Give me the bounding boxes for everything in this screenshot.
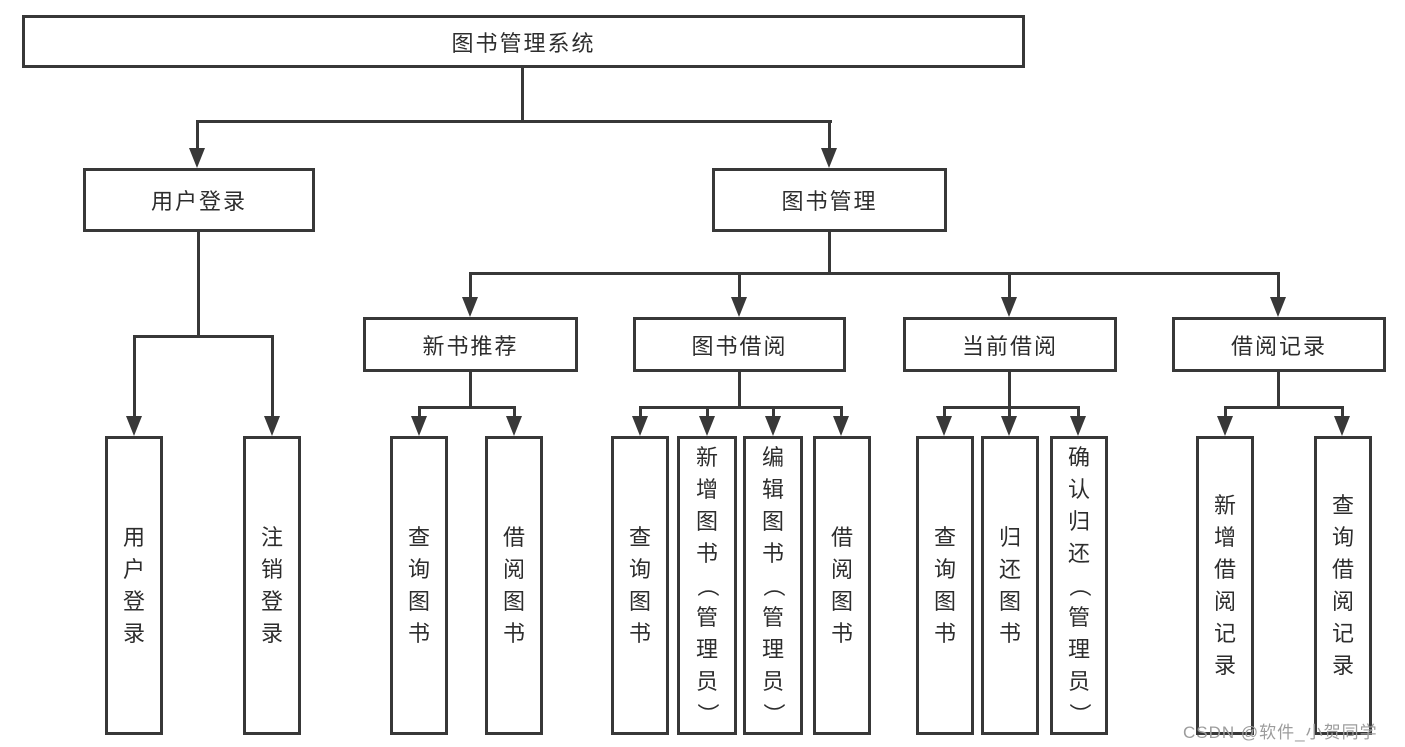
leaf-add-books-admin: 新增图书（管理员） bbox=[677, 436, 737, 735]
arrow-down bbox=[1001, 297, 1017, 317]
connector-drop bbox=[1008, 406, 1011, 416]
connector-stem bbox=[1008, 372, 1011, 406]
connector-drop bbox=[418, 406, 421, 416]
connector-drop bbox=[1224, 406, 1227, 416]
arrow-down bbox=[821, 148, 837, 168]
node-label: 新增借阅记录 bbox=[1213, 492, 1236, 678]
connector-drop bbox=[513, 406, 516, 416]
node-label: 新增图书（管理员） bbox=[694, 444, 720, 725]
leaf-query-books-3: 查询图书 bbox=[916, 436, 974, 735]
node-label: 借阅图书 bbox=[502, 524, 525, 646]
arrow-down bbox=[833, 416, 849, 436]
watermark-text: CSDN @软件_小贺同学 bbox=[1183, 723, 1378, 742]
node-user-login: 用户登录 bbox=[83, 168, 315, 232]
arrow-down bbox=[699, 416, 715, 436]
connector-drop bbox=[469, 272, 472, 297]
connector-root-stem bbox=[521, 68, 524, 120]
leaf-return-books: 归还图书 bbox=[981, 436, 1039, 735]
leaf-add-borrow-record: 新增借阅记录 bbox=[1196, 436, 1254, 735]
node-label: 图书管理系统 bbox=[451, 30, 596, 56]
arrow-down bbox=[411, 416, 427, 436]
connector-bar bbox=[418, 406, 516, 409]
node-label: 图书借阅 bbox=[691, 333, 788, 359]
arrow-down bbox=[126, 416, 142, 436]
node-borrow-records: 借阅记录 bbox=[1172, 317, 1386, 372]
leaf-logout: 注销登录 bbox=[243, 436, 301, 735]
node-current-borrow: 当前借阅 bbox=[903, 317, 1117, 372]
node-label: 用户登录 bbox=[150, 189, 247, 214]
connector-drop bbox=[1277, 272, 1280, 297]
connector-drop-user-login bbox=[196, 120, 199, 148]
node-book-management: 图书管理 bbox=[712, 168, 947, 232]
connector-bar bbox=[639, 406, 843, 409]
connector-drop bbox=[271, 335, 274, 416]
node-label: 图书管理 bbox=[781, 189, 878, 214]
node-label: 编辑图书（管理员） bbox=[760, 444, 786, 725]
node-label: 借阅记录 bbox=[1230, 333, 1327, 359]
connector-drop bbox=[639, 406, 642, 416]
arrow-down bbox=[1001, 416, 1017, 436]
node-label: 借阅图书 bbox=[830, 524, 853, 646]
connector-bar bbox=[943, 406, 1080, 409]
node-new-book-recommend: 新书推荐 bbox=[363, 317, 578, 372]
connector-root-bar bbox=[196, 120, 832, 123]
node-label: 查询借阅记录 bbox=[1331, 492, 1354, 678]
leaf-confirm-return-admin: 确认归还（管理员） bbox=[1050, 436, 1108, 735]
leaf-query-books-1: 查询图书 bbox=[390, 436, 448, 735]
connector-drop bbox=[1077, 406, 1080, 416]
leaf-borrow-books-2: 借阅图书 bbox=[813, 436, 871, 735]
connector-drop-book-mgmt bbox=[828, 120, 831, 148]
connector-book-mgmt-bar bbox=[469, 272, 1280, 275]
node-book-borrow: 图书借阅 bbox=[633, 317, 846, 372]
connector-stem bbox=[738, 372, 741, 406]
node-label: 查询图书 bbox=[933, 524, 956, 646]
arrow-down bbox=[1217, 416, 1233, 436]
connector-book-mgmt-stem bbox=[828, 232, 831, 272]
connector-stem bbox=[1277, 372, 1280, 406]
leaf-query-books-2: 查询图书 bbox=[611, 436, 669, 735]
node-label: 当前借阅 bbox=[961, 333, 1058, 359]
connector-drop bbox=[133, 335, 136, 416]
arrow-down bbox=[936, 416, 952, 436]
connector-stem bbox=[469, 372, 472, 406]
arrow-down bbox=[264, 416, 280, 436]
connector-drop bbox=[943, 406, 946, 416]
arrow-down bbox=[1070, 416, 1086, 436]
arrow-down bbox=[506, 416, 522, 436]
connector-drop bbox=[738, 272, 741, 297]
arrow-down bbox=[731, 297, 747, 317]
connector-drop bbox=[840, 406, 843, 416]
connector-user-login-stem bbox=[197, 232, 200, 335]
connector-drop bbox=[772, 406, 775, 416]
leaf-query-borrow-record: 查询借阅记录 bbox=[1314, 436, 1372, 735]
arrow-down bbox=[1334, 416, 1350, 436]
arrow-down bbox=[189, 148, 205, 168]
node-label: 确认归还（管理员） bbox=[1066, 444, 1092, 725]
arrow-down bbox=[1270, 297, 1286, 317]
connector-user-login-bar bbox=[133, 335, 273, 338]
node-label: 查询图书 bbox=[628, 524, 651, 646]
leaf-edit-books-admin: 编辑图书（管理员） bbox=[743, 436, 803, 735]
arrow-down bbox=[632, 416, 648, 436]
connector-bar bbox=[1224, 406, 1343, 409]
connector-drop bbox=[1341, 406, 1344, 416]
node-label: 归还图书 bbox=[998, 524, 1021, 646]
node-label: 查询图书 bbox=[407, 524, 430, 646]
connector-drop bbox=[706, 406, 709, 416]
leaf-user-login: 用户登录 bbox=[105, 436, 163, 735]
node-label: 注销登录 bbox=[260, 524, 283, 646]
node-label: 新书推荐 bbox=[422, 333, 519, 359]
arrow-down bbox=[765, 416, 781, 436]
leaf-borrow-books-1: 借阅图书 bbox=[485, 436, 543, 735]
node-label: 用户登录 bbox=[122, 524, 145, 646]
connector-drop bbox=[1008, 272, 1011, 297]
arrow-down bbox=[462, 297, 478, 317]
node-library-system: 图书管理系统 bbox=[22, 15, 1025, 68]
